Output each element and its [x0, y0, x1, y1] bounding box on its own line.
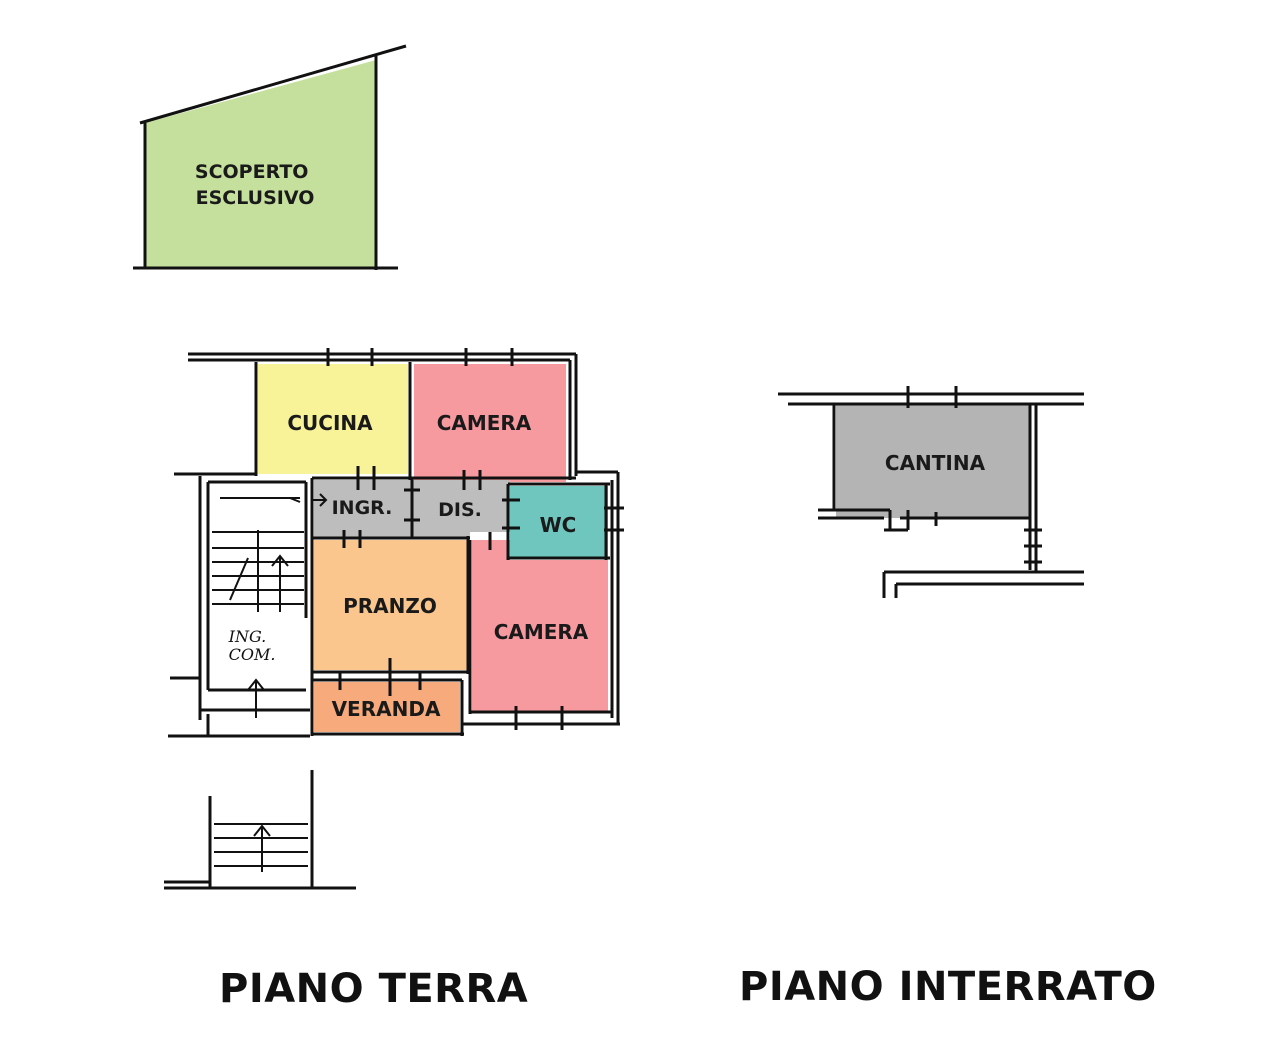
- room-camera-top: [414, 364, 566, 482]
- room-wc: [510, 486, 608, 558]
- svg-text:SCOPERTO ESCLUSIVO: SCOPERTO ESCLUSIVO: [195, 161, 315, 209]
- room-cantina: [836, 404, 1030, 518]
- piano-interrato-walls: [778, 392, 1084, 598]
- floor-title-piano-interrato: PIANO INTERRATO: [739, 964, 1157, 1010]
- floor-title-piano-terra: PIANO TERRA: [219, 966, 529, 1012]
- label-scoperto-line2: ESCLUSIVO: [196, 187, 315, 209]
- exterior-stair-steps: [214, 823, 308, 872]
- label-veranda: VERANDA: [332, 697, 441, 721]
- staircase-common: [212, 497, 304, 718]
- label-scoperto-line1: SCOPERTO: [195, 161, 309, 183]
- label-cantina: CANTINA: [885, 451, 986, 475]
- label-wc: WC: [540, 513, 577, 537]
- label-pranzo: PRANZO: [343, 594, 437, 618]
- scoperto-outline: [133, 44, 407, 270]
- label-ing-com-line1: ING.: [228, 627, 267, 646]
- exterior-stair: [164, 770, 356, 890]
- piano-terra-walls: [168, 352, 620, 738]
- room-camera-bottom: [472, 540, 608, 712]
- room-scoperto-esclusivo: [145, 60, 376, 268]
- label-ing-com-line2: COM.: [229, 645, 276, 664]
- piano-interrato-openings: [906, 386, 1042, 564]
- room-cucina: [258, 364, 408, 474]
- label-ingresso: INGR.: [332, 497, 393, 519]
- room-pranzo: [314, 540, 468, 670]
- label-disimpegno: DIS.: [438, 499, 482, 521]
- room-veranda: [314, 682, 460, 732]
- label-camera-bottom: CAMERA: [494, 620, 589, 644]
- label-cucina: CUCINA: [287, 411, 373, 435]
- piano-terra-openings: [326, 348, 624, 730]
- svg-text:ING. COM.: ING. COM.: [228, 627, 276, 664]
- label-camera-top: CAMERA: [437, 411, 532, 435]
- entrance-arrow: [312, 493, 328, 507]
